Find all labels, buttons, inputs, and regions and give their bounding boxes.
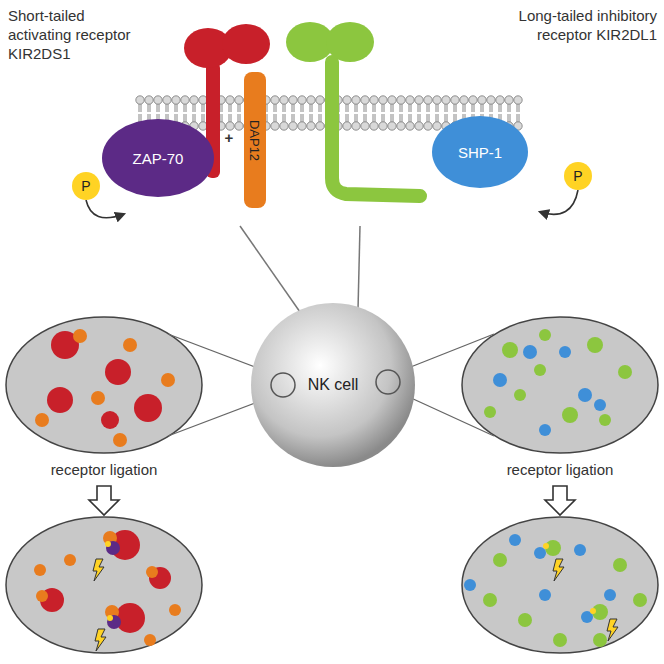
ligation-arrow	[545, 486, 575, 515]
receptor-dot	[518, 613, 532, 627]
shp1-dot	[523, 345, 537, 359]
phosphate-circle: P	[564, 162, 592, 190]
receptor-title: Long-tailed inhibitory receptor KIR2DL1	[512, 6, 657, 44]
dap12-dot	[113, 433, 127, 447]
zap70-dot	[107, 615, 121, 629]
phospho-dot	[590, 608, 596, 614]
node-label: SHP-1	[458, 144, 502, 161]
phospho-arrow	[86, 200, 124, 218]
shp1-dot	[559, 346, 571, 358]
receptor-dot	[483, 593, 497, 607]
shp1-dot	[578, 388, 592, 402]
zap70-dot	[106, 541, 120, 555]
receptor-dot	[539, 329, 551, 341]
receptor-dot	[618, 365, 632, 379]
dap12-dot	[73, 329, 87, 343]
receptor-dot	[633, 593, 647, 607]
shp1-dot	[534, 547, 546, 559]
shp1-dot	[604, 589, 616, 601]
signal-bolt	[93, 559, 104, 581]
shp1-dot	[464, 579, 476, 591]
receptor-dot	[534, 364, 546, 376]
shp1-dot	[594, 399, 606, 411]
receptor-dot	[553, 633, 567, 647]
phospho-dot	[105, 541, 111, 547]
adaptor-bar: DAP12	[244, 72, 266, 208]
phospho-dot	[543, 543, 549, 549]
receptor-cluster	[47, 387, 73, 413]
zoom-line	[358, 226, 360, 310]
dap12-dot	[64, 554, 76, 566]
node-label: NK cell	[308, 376, 359, 394]
shp1-dot	[493, 373, 507, 387]
membrane-patch	[462, 517, 658, 653]
membrane-patch	[462, 317, 658, 453]
node-label: P	[573, 168, 582, 184]
receptor-dot	[593, 633, 607, 647]
receptor-dot	[562, 407, 578, 423]
inhibitory-receptor	[286, 22, 420, 196]
dap12-dot	[34, 564, 46, 576]
shp1-dot	[574, 544, 586, 556]
kinase-ellipse: ZAP-70	[102, 119, 214, 197]
receptor-dot	[599, 414, 611, 426]
receptor-dot	[613, 558, 627, 572]
dap12-dot	[91, 391, 105, 405]
dap12-dot	[36, 590, 48, 602]
node-label: DAP12	[248, 119, 263, 160]
zoom-line	[240, 226, 300, 312]
shp1-dot	[509, 534, 521, 546]
shp1-dot	[539, 424, 551, 436]
receptor-dot	[587, 337, 603, 353]
dap12-dot	[123, 338, 137, 352]
signal-bolt	[95, 629, 106, 651]
receptor-dot	[514, 389, 526, 401]
receptor-dot	[484, 406, 496, 418]
membrane-patch	[6, 517, 202, 653]
receptor-title: Short-tailed activating receptor KIR2DS1	[8, 6, 148, 63]
phosphatase-ellipse: SHP-1	[432, 116, 528, 188]
phosphate-circle: P	[72, 172, 100, 200]
signal-bolt	[607, 619, 618, 641]
receptor-cluster	[101, 411, 119, 429]
node-label: P	[81, 178, 90, 194]
charge-sign: +	[222, 128, 236, 147]
phospho-dot	[107, 615, 113, 621]
phospho-arrow	[540, 190, 578, 214]
dap12-dot	[169, 604, 181, 616]
receptor-dot	[502, 342, 518, 358]
signal-bolt	[553, 559, 564, 581]
dap12-dot	[35, 413, 49, 427]
dap12-dot	[144, 634, 156, 646]
receptor-cluster	[134, 394, 162, 422]
membrane-patch	[6, 317, 202, 453]
step-label: receptor ligation	[480, 460, 640, 479]
ligation-arrow	[89, 486, 119, 515]
step-label: receptor ligation	[24, 460, 184, 479]
shp1-dot	[539, 589, 551, 601]
nk-cell: NK cell	[251, 303, 415, 467]
dap12-dot	[146, 566, 158, 578]
receptor-dot	[493, 553, 507, 567]
node-label: ZAP-70	[133, 150, 184, 167]
receptor-cluster	[105, 359, 131, 385]
dap12-dot	[161, 373, 175, 387]
